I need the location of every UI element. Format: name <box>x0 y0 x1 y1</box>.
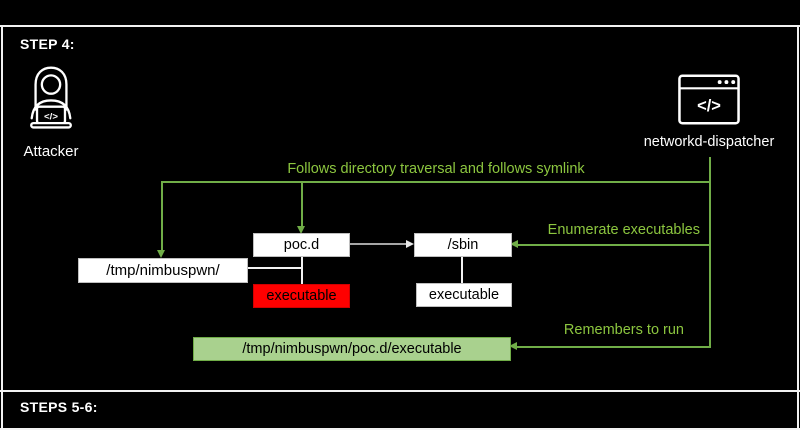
connector-tmp-to-junction <box>246 267 303 269</box>
connector-drop-pocd <box>301 181 303 226</box>
arrow-down-tmp-icon <box>157 250 165 258</box>
arrow-left-fullpath-icon <box>509 342 517 350</box>
attacker-label: Attacker <box>23 143 79 160</box>
dispatcher-figure: </> networkd-dispatcher <box>634 74 784 150</box>
top-bar <box>0 0 800 25</box>
connector-drop-tmp <box>161 181 163 251</box>
divider-right <box>797 26 799 430</box>
connector-sbin-to-executable <box>461 256 463 283</box>
steps-5-6-label: STEPS 5-6: <box>20 399 98 415</box>
annotation-traversal: Follows directory traversal and follows … <box>287 161 585 177</box>
connector-pocd-to-executable <box>301 256 303 284</box>
node-poc-d: poc.d <box>253 233 350 257</box>
step-4-label: STEP 4: <box>20 36 75 52</box>
dispatcher-label: networkd-dispatcher <box>643 134 775 150</box>
attacker-figure: </> Attacker <box>11 64 91 160</box>
node-tmp-nimbuspwn: /tmp/nimbuspwn/ <box>78 258 248 283</box>
node-sbin: /sbin <box>414 233 512 257</box>
divider-page-bottom <box>0 428 800 430</box>
node-full-path: /tmp/nimbuspwn/poc.d/executable <box>193 337 511 361</box>
connector-traversal-horizontal <box>162 181 710 183</box>
arrow-left-sbin-icon <box>510 240 518 248</box>
code-glyph: </> <box>44 112 58 123</box>
annotation-enumerate: Enumerate executables <box>547 222 700 238</box>
connector-remember <box>516 346 710 348</box>
connector-pocd-to-sbin <box>348 243 408 245</box>
connector-dispatcher-vertical <box>709 157 711 348</box>
connector-enumerate <box>517 244 710 246</box>
arrow-right-sbin-icon <box>406 239 414 248</box>
person-laptop-icon: </> <box>24 64 78 139</box>
terminal-window-icon: </> <box>678 74 740 130</box>
divider-top <box>0 25 800 27</box>
node-malicious-executable: executable <box>253 284 350 308</box>
code-glyph: </> <box>697 97 721 115</box>
node-legit-executable: executable <box>416 283 512 307</box>
annotation-remember: Remembers to run <box>563 322 684 338</box>
divider-bottom-panel <box>0 390 800 392</box>
arrow-down-pocd-icon <box>297 226 305 234</box>
divider-left <box>1 26 3 430</box>
